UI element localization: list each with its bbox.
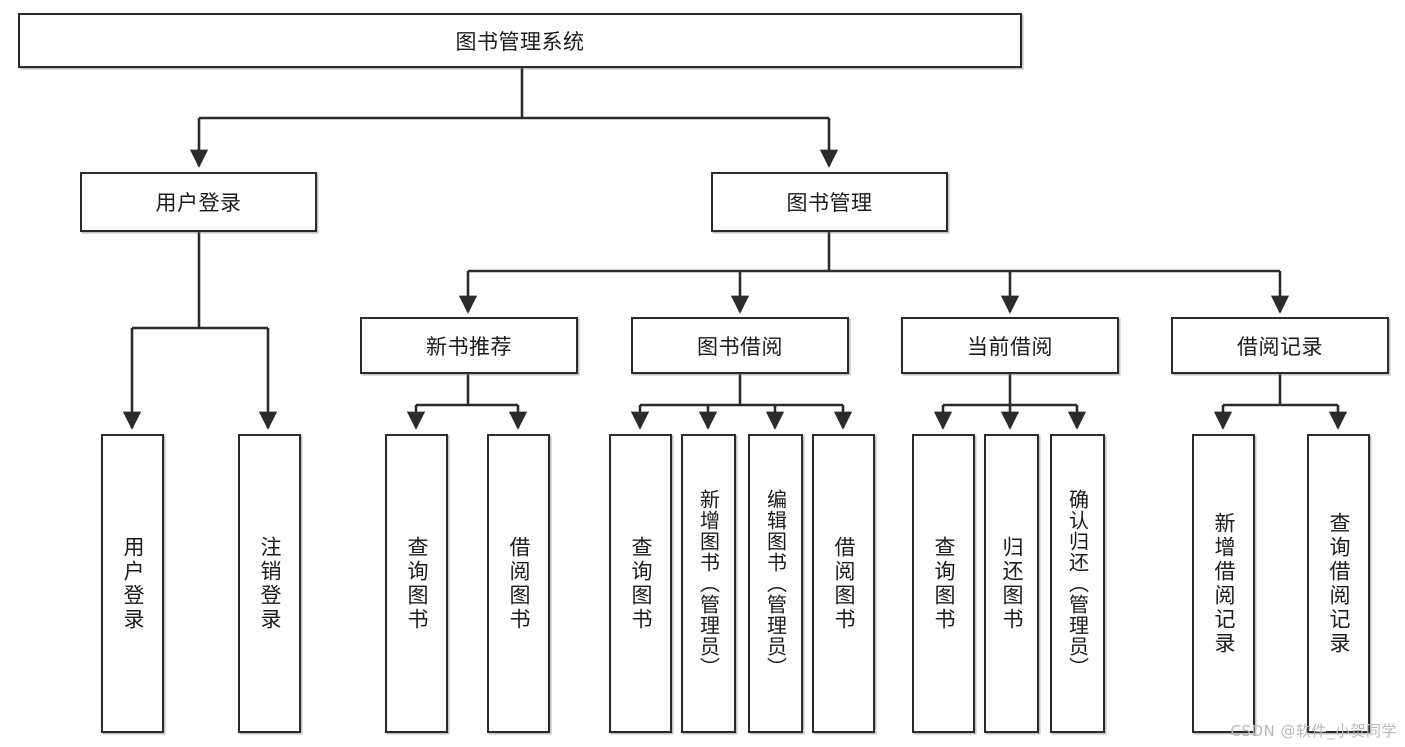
node-new-book-recommend[interactable]: 新书推荐 xyxy=(360,317,578,374)
node-book-management[interactable]: 图书管理 xyxy=(711,172,948,232)
node-label: 查询图书 xyxy=(932,535,956,632)
node-label: 查询图书 xyxy=(405,535,429,632)
node-root-book-management-system[interactable]: 图书管理系统 xyxy=(18,13,1022,68)
node-leaf-confirm-return-admin[interactable]: 确认归还（管理员） xyxy=(1050,434,1105,733)
node-label: 图书借阅 xyxy=(697,334,783,359)
node-label: 注销登录 xyxy=(258,535,282,632)
node-label: 新增借阅记录 xyxy=(1212,511,1236,656)
node-label: 借阅图书 xyxy=(832,535,856,632)
node-leaf-query-borrow-record[interactable]: 查询借阅记录 xyxy=(1307,434,1370,733)
node-user-login[interactable]: 用户登录 xyxy=(80,172,317,232)
node-label: 查询借阅记录 xyxy=(1327,511,1351,656)
node-label: 新增图书（管理员） xyxy=(696,489,721,678)
node-label: 借阅记录 xyxy=(1237,334,1323,359)
node-leaf-user-login[interactable]: 用户登录 xyxy=(101,434,164,733)
node-borrow-record[interactable]: 借阅记录 xyxy=(1171,317,1389,374)
node-leaf-add-borrow-record[interactable]: 新增借阅记录 xyxy=(1192,434,1255,733)
node-leaf-add-book-admin[interactable]: 新增图书（管理员） xyxy=(681,434,736,733)
watermark-text: CSDN @软件_小贺同学 xyxy=(1230,722,1397,740)
node-leaf-logout-login[interactable]: 注销登录 xyxy=(238,434,301,733)
node-label: 编辑图书（管理员） xyxy=(763,489,788,678)
node-leaf-query-book-1[interactable]: 查询图书 xyxy=(385,434,448,733)
node-label: 新书推荐 xyxy=(426,334,512,359)
node-label: 查询图书 xyxy=(629,535,653,632)
node-label: 图书管理 xyxy=(786,191,873,215)
node-label: 归还图书 xyxy=(1000,535,1024,632)
node-label: 用户登录 xyxy=(155,191,242,215)
node-current-borrow[interactable]: 当前借阅 xyxy=(901,317,1119,374)
node-label: 借阅图书 xyxy=(507,535,531,632)
node-leaf-return-book[interactable]: 归还图书 xyxy=(984,434,1039,733)
node-leaf-edit-book-admin[interactable]: 编辑图书（管理员） xyxy=(748,434,803,733)
node-label: 图书管理系统 xyxy=(455,29,585,54)
node-leaf-query-book-3[interactable]: 查询图书 xyxy=(912,434,975,733)
node-label: 用户登录 xyxy=(121,535,145,632)
node-leaf-borrow-book-1[interactable]: 借阅图书 xyxy=(487,434,550,733)
node-leaf-borrow-book-2[interactable]: 借阅图书 xyxy=(812,434,875,733)
node-label: 当前借阅 xyxy=(967,334,1053,359)
node-book-borrow[interactable]: 图书借阅 xyxy=(631,317,849,374)
node-label: 确认归还（管理员） xyxy=(1065,489,1090,678)
node-leaf-query-book-2[interactable]: 查询图书 xyxy=(609,434,672,733)
